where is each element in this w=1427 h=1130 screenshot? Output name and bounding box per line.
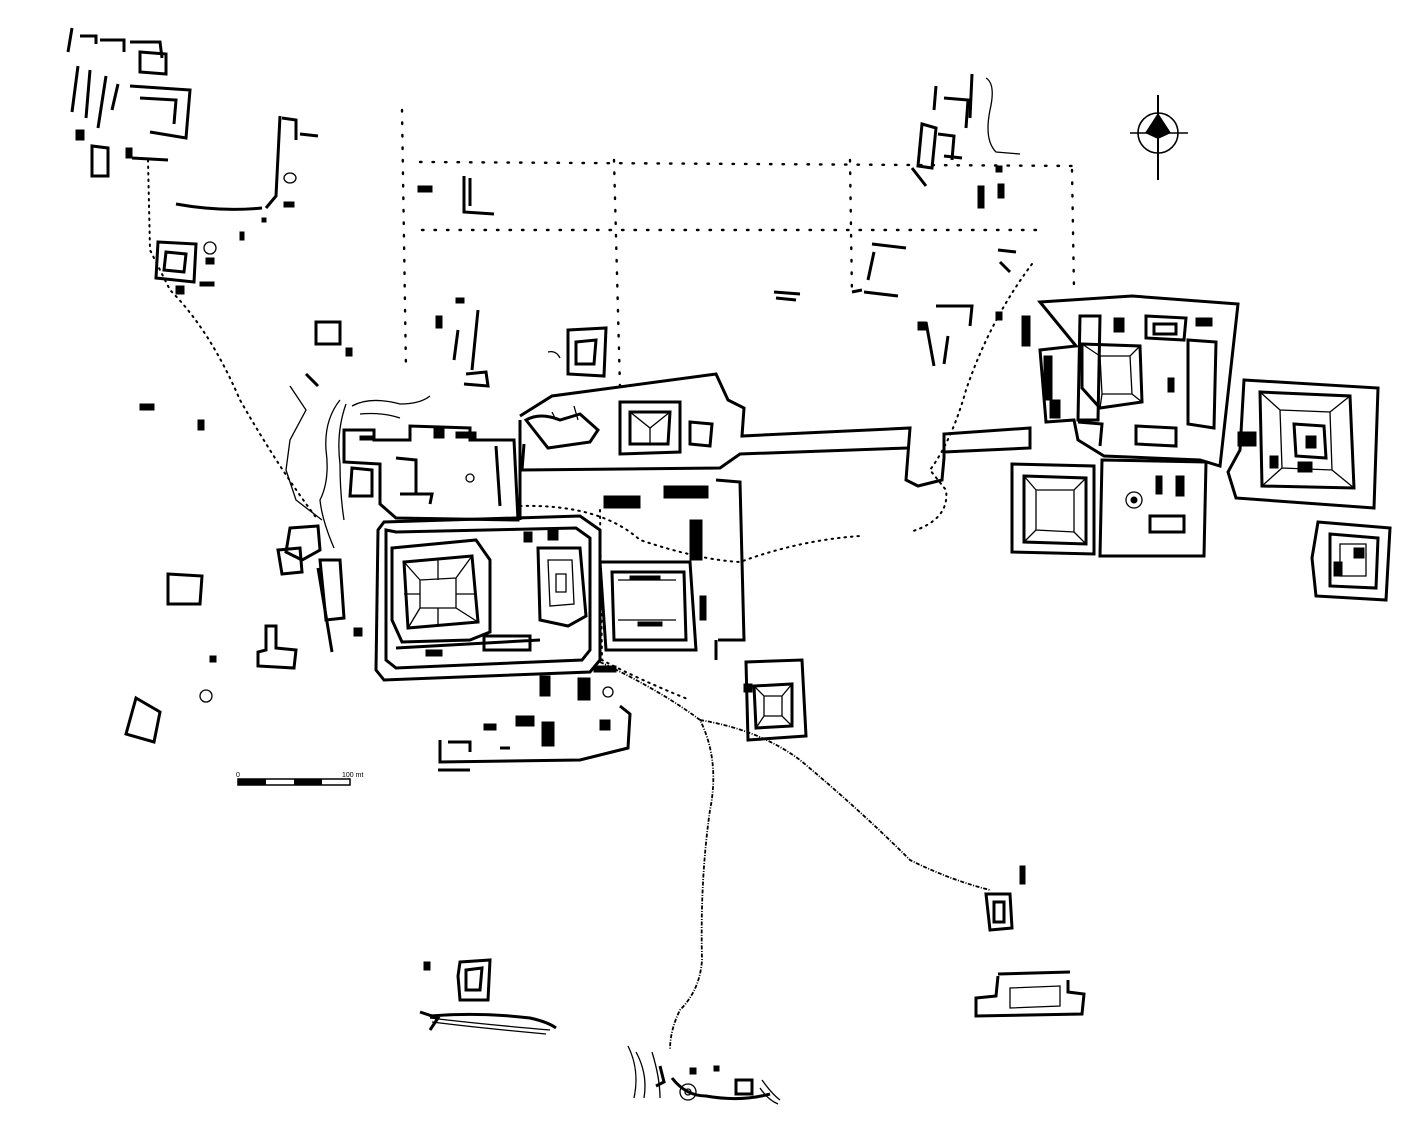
central-north-structures xyxy=(314,176,1017,388)
south-central-group xyxy=(438,665,632,772)
main-acropolis-platform xyxy=(374,514,602,682)
south-trails xyxy=(599,661,991,1051)
compass-north-arrow-icon xyxy=(1130,95,1188,180)
scale-label-end: 100 mt xyxy=(342,772,363,779)
southeast-small-pyramid xyxy=(743,658,808,742)
far-east-pyramid xyxy=(1226,378,1380,510)
central-platform-and-causeway xyxy=(518,372,1032,660)
west-court-complex xyxy=(342,424,520,522)
west-ravine xyxy=(285,372,431,549)
east-lower-pyramids xyxy=(1010,458,1392,602)
southeast-outliers xyxy=(974,865,1086,1018)
west-outlying-structures xyxy=(124,403,363,744)
scale-bar: 0 100 mt xyxy=(236,772,363,786)
northwest-residential-group xyxy=(66,27,319,295)
scale-label-start: 0 xyxy=(236,772,240,779)
northeast-small-group xyxy=(910,73,1021,209)
east-acropolis xyxy=(1021,294,1240,468)
south-outliers xyxy=(419,958,781,1105)
site-boundary-dotted-lines xyxy=(147,108,1080,701)
central-east-quadrangle xyxy=(598,485,709,652)
